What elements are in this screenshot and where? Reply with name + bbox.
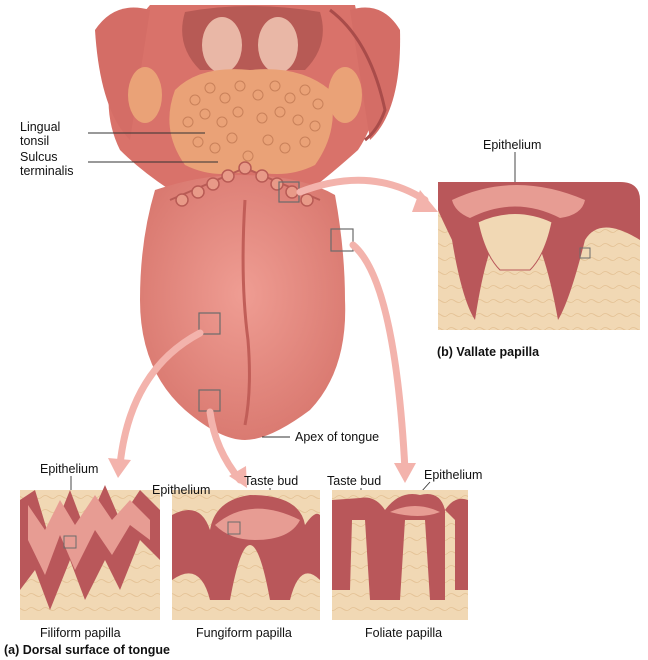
apex-label: Apex of tongue — [295, 430, 380, 444]
vallate-caption: (b) Vallate papilla — [437, 345, 540, 359]
filiform-caption: Filiform papilla — [40, 626, 121, 640]
fungiform-caption: Fungiform papilla — [196, 626, 292, 640]
vallate-epithelium-label: Epithelium — [483, 138, 542, 152]
foliate-taste-bud-label: Taste bud — [327, 474, 382, 488]
vallate-papilla-panel — [438, 182, 640, 330]
foliate-papilla-panel — [332, 490, 468, 620]
dorsal-caption: (a) Dorsal surface of tongue — [4, 643, 170, 657]
fungiform-taste-bud-label: Taste bud — [244, 474, 299, 488]
arrows — [116, 176, 429, 484]
foliate-caption: Foliate papilla — [365, 626, 443, 640]
lingual-tonsil-label: Lingual tonsil — [20, 120, 61, 148]
arrowheads — [108, 190, 438, 488]
sulcus-terminalis-label: Sulcus terminalis — [20, 150, 74, 178]
palatine-tonsils — [128, 67, 362, 123]
foliate-epithelium-label: Epithelium — [424, 468, 483, 482]
fungiform-papilla-panel — [172, 490, 320, 620]
filiform-epithelium-label: Epithelium — [40, 462, 99, 476]
filiform-papilla-panel — [20, 485, 160, 620]
lingual-tonsil — [169, 69, 333, 174]
vallate-papillae-row — [175, 161, 314, 207]
tongue-body — [140, 166, 346, 440]
fungiform-epithelium-label: Epithelium — [152, 483, 211, 497]
